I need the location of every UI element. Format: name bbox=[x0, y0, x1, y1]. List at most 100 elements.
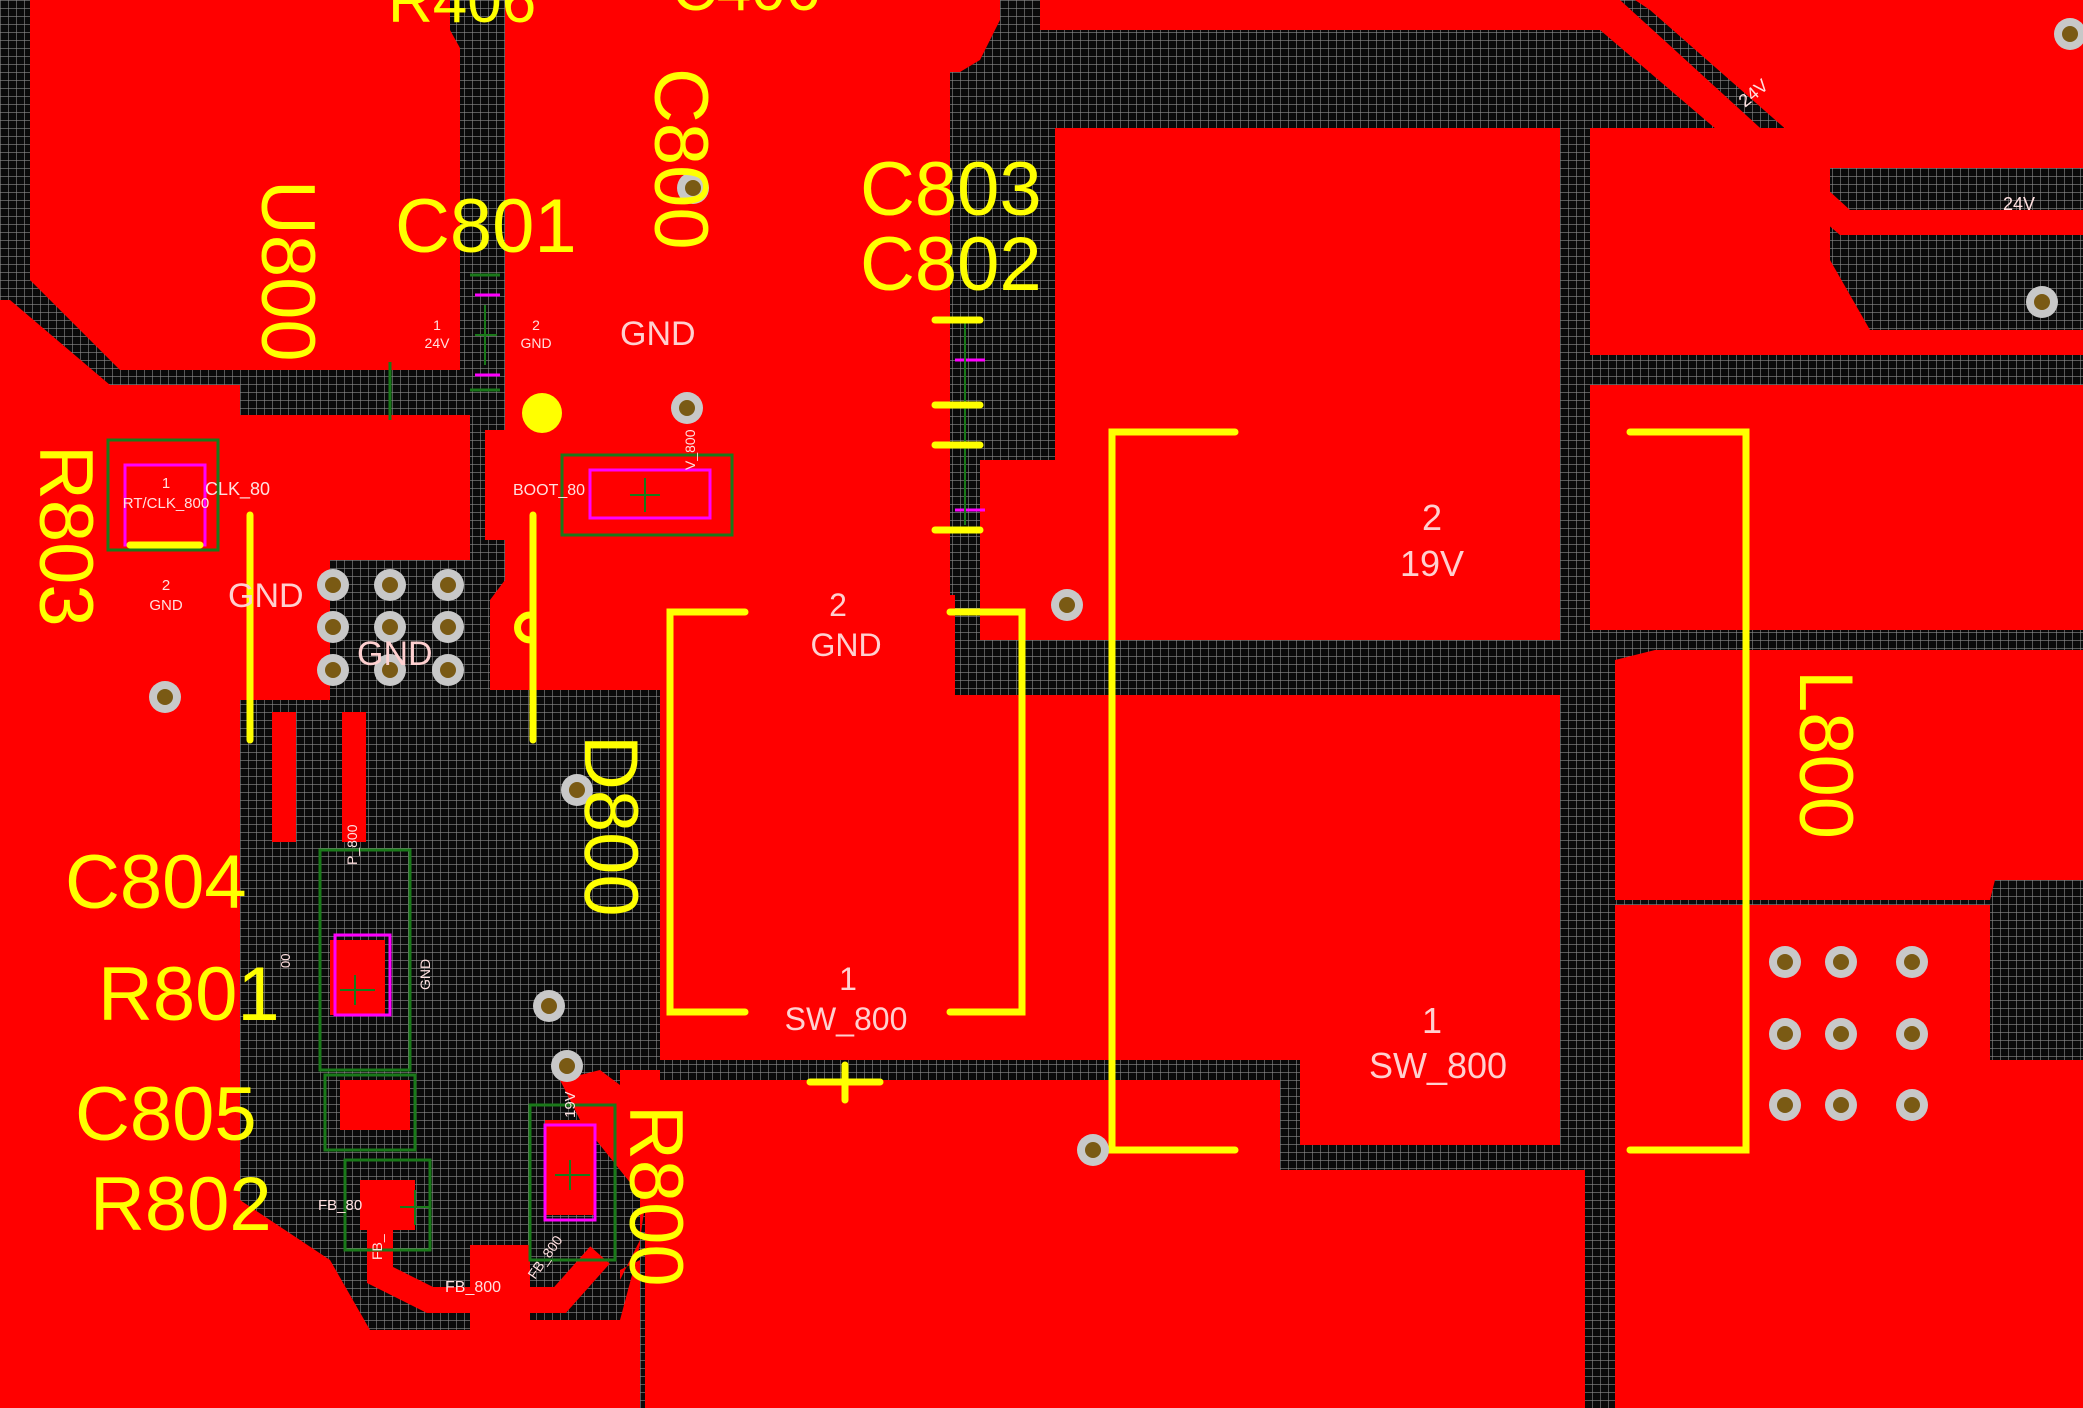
pad bbox=[272, 712, 296, 842]
pour-top-right-corner bbox=[1700, 0, 2083, 40]
pour-l800-right bbox=[1615, 650, 2083, 900]
clk-trace-label: CLK_80 bbox=[205, 479, 270, 500]
d800-pin2-net: GND bbox=[810, 627, 881, 663]
via-hole bbox=[440, 577, 456, 593]
refdes-c802: C802 bbox=[860, 222, 1042, 307]
refdes-labels: R406 C406 C801 C803 C802 C804 R801 C805 … bbox=[23, 0, 1868, 1287]
r803-pin2-net: GND bbox=[149, 597, 183, 614]
via-hole bbox=[325, 577, 341, 593]
via-hole bbox=[1777, 954, 1793, 970]
pour-19v bbox=[980, 128, 1560, 640]
pour-19v-right bbox=[1590, 128, 2083, 355]
via-hole bbox=[382, 577, 398, 593]
refdes-c406: C406 bbox=[672, 0, 820, 24]
c801-pin2-net: GND bbox=[520, 335, 551, 351]
via-hole bbox=[541, 998, 557, 1014]
via-hole bbox=[2062, 26, 2078, 42]
refdes-r801: R801 bbox=[98, 952, 280, 1037]
pad bbox=[330, 940, 385, 1015]
vsense-label: V_800 bbox=[682, 429, 698, 470]
pin1-dot bbox=[522, 393, 562, 433]
via-hole bbox=[2034, 294, 2050, 310]
refdes-c803: C803 bbox=[860, 147, 1042, 232]
pad bbox=[580, 465, 720, 520]
courtyards bbox=[106, 273, 734, 1262]
r803-pin1-net: RT/CLK_800 bbox=[123, 495, 209, 512]
r803-pin1-num: 1 bbox=[162, 475, 170, 492]
d800-pin1-net: SW_800 bbox=[785, 1001, 908, 1037]
net-labels: GND GND GND 2 GND 1 SW_800 2 19V 1 SW_80… bbox=[123, 75, 2035, 1296]
u800-pads bbox=[120, 430, 720, 1313]
via-hole bbox=[1904, 1097, 1920, 1113]
via-hole bbox=[325, 619, 341, 635]
fb-short-label: FB_ bbox=[369, 1234, 385, 1260]
via-hole bbox=[157, 689, 173, 705]
boot-trace-label: BOOT_80 bbox=[513, 482, 585, 499]
hatch-marks bbox=[340, 305, 966, 1225]
pour-left bbox=[0, 300, 660, 1408]
refdes-u800: U800 bbox=[245, 180, 330, 362]
r803-pin2-num: 2 bbox=[162, 577, 170, 594]
silkscreen-outlines bbox=[126, 316, 1750, 1154]
courtyard bbox=[560, 453, 734, 537]
p800-label: P_800 bbox=[344, 824, 360, 865]
refdes-d800: D800 bbox=[568, 735, 653, 917]
via-hole bbox=[1833, 1097, 1849, 1113]
l800-outline-left bbox=[1108, 428, 1239, 1154]
net-label-gnd: GND bbox=[357, 635, 433, 673]
l800-outline-right bbox=[1626, 428, 1750, 1154]
pad bbox=[485, 430, 513, 540]
via-hole bbox=[1904, 954, 1920, 970]
v19-vertical-label: 19V bbox=[562, 1091, 579, 1118]
via-hole bbox=[559, 1058, 575, 1074]
refdes-r803: R803 bbox=[23, 445, 108, 627]
via-hole bbox=[569, 782, 585, 798]
u800-pin1-mark bbox=[514, 611, 534, 644]
refdes-r800: R800 bbox=[613, 1105, 698, 1287]
pour-19v-strip bbox=[1590, 385, 2083, 630]
via-hole bbox=[1085, 1142, 1101, 1158]
refdes-c805: C805 bbox=[75, 1072, 257, 1157]
courtyard bbox=[343, 1158, 432, 1252]
pad bbox=[342, 432, 366, 542]
courtyard bbox=[318, 848, 412, 1072]
via-hole bbox=[382, 662, 398, 678]
v24-band-label-right: 24V bbox=[2003, 194, 2035, 214]
pour-gnd-pad bbox=[660, 595, 955, 695]
via-hole bbox=[1777, 1097, 1793, 1113]
l800-pin2-net: 19V bbox=[1400, 543, 1464, 584]
pad bbox=[342, 712, 366, 842]
via-hole bbox=[440, 662, 456, 678]
fb80-label: FB_80 bbox=[318, 1197, 362, 1214]
via-hole bbox=[382, 619, 398, 635]
refdes-c804: C804 bbox=[65, 840, 247, 925]
c801-pin2-num: 2 bbox=[532, 317, 540, 333]
pad-edge bbox=[333, 933, 392, 1017]
refdes-l800: L800 bbox=[1783, 670, 1868, 839]
pad-edges bbox=[123, 293, 985, 1222]
courtyard bbox=[106, 438, 220, 552]
net-label-gnd: GND bbox=[620, 315, 696, 353]
l800-pin2-num: 2 bbox=[1422, 497, 1442, 538]
pad-edge bbox=[543, 1123, 597, 1222]
refdes-r802: R802 bbox=[90, 1162, 272, 1247]
pour-l800-pad bbox=[1615, 905, 2083, 1408]
via-hole bbox=[440, 619, 456, 635]
pad bbox=[360, 1180, 415, 1230]
courtyard bbox=[528, 1103, 617, 1262]
vias bbox=[149, 18, 2083, 1166]
refdes-r406: R406 bbox=[388, 0, 536, 36]
courtyard bbox=[323, 1073, 417, 1152]
via-hole bbox=[1904, 1026, 1920, 1042]
via-hole bbox=[1833, 954, 1849, 970]
fb-trace bbox=[367, 1230, 610, 1313]
pour-top-band bbox=[1010, 0, 2083, 168]
pour-bottom bbox=[645, 1080, 1585, 1408]
via-hole bbox=[1777, 1026, 1793, 1042]
gnd-vertical-label: GND bbox=[417, 959, 433, 990]
c801-pin1-num: 1 bbox=[433, 317, 441, 333]
pour-24v-band bbox=[1040, 0, 2083, 235]
d800-pin2-num: 2 bbox=[829, 587, 847, 623]
